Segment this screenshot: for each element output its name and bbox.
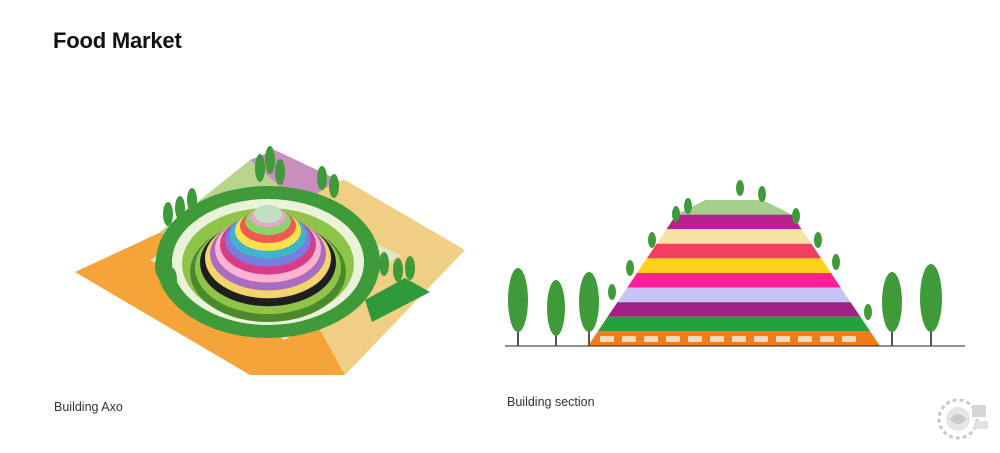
caption-building-axo: Building Axo xyxy=(54,400,123,414)
tree xyxy=(155,254,165,278)
tree xyxy=(864,304,872,320)
tree xyxy=(255,154,265,182)
section-band xyxy=(627,273,841,288)
section-band xyxy=(676,200,792,215)
axo-dome-rings xyxy=(190,205,346,322)
section-band xyxy=(617,287,851,303)
tree xyxy=(163,202,173,226)
tree xyxy=(814,232,822,248)
tree xyxy=(187,188,197,212)
section-band xyxy=(656,229,812,244)
market-stall xyxy=(754,336,768,342)
tree xyxy=(265,146,275,174)
tree xyxy=(329,174,339,198)
market-stall xyxy=(842,336,856,342)
market-stall xyxy=(644,336,658,342)
tree xyxy=(547,280,565,346)
market-stall xyxy=(798,336,812,342)
section-band xyxy=(597,316,871,332)
tree xyxy=(648,232,656,248)
tree xyxy=(758,186,766,202)
section-band xyxy=(646,243,822,259)
section-band xyxy=(637,258,831,273)
section-band xyxy=(607,302,861,317)
tree xyxy=(832,254,840,270)
market-stall xyxy=(622,336,636,342)
page-title: Food Market xyxy=(53,28,182,53)
tree xyxy=(365,244,375,268)
tree xyxy=(379,252,389,276)
tree xyxy=(275,159,285,185)
section-trees xyxy=(508,180,942,346)
market-stall xyxy=(710,336,724,342)
section-bands xyxy=(588,200,880,346)
tree xyxy=(736,180,744,196)
caption-building-section: Building section xyxy=(507,395,595,409)
tree xyxy=(684,198,692,214)
tree xyxy=(626,260,634,276)
tree xyxy=(608,284,616,300)
tree xyxy=(317,166,327,190)
market-stall xyxy=(688,336,702,342)
tree xyxy=(405,256,415,280)
tree xyxy=(579,272,599,346)
axo-ring-top xyxy=(254,205,282,223)
section-band xyxy=(666,214,802,230)
market-stall xyxy=(776,336,790,342)
market-stall xyxy=(732,336,746,342)
tree xyxy=(882,272,902,346)
market-stall xyxy=(820,336,834,342)
market-stall xyxy=(666,336,680,342)
tree xyxy=(175,196,185,220)
tree xyxy=(508,268,528,346)
tree xyxy=(393,258,403,282)
axo-ground-green xyxy=(365,278,430,322)
tree xyxy=(167,268,177,292)
axo-trees xyxy=(155,146,415,292)
tree xyxy=(792,208,800,224)
gooood-logo-icon xyxy=(937,398,988,440)
market-stall xyxy=(600,336,614,342)
tree xyxy=(672,206,680,222)
tree xyxy=(920,264,942,346)
